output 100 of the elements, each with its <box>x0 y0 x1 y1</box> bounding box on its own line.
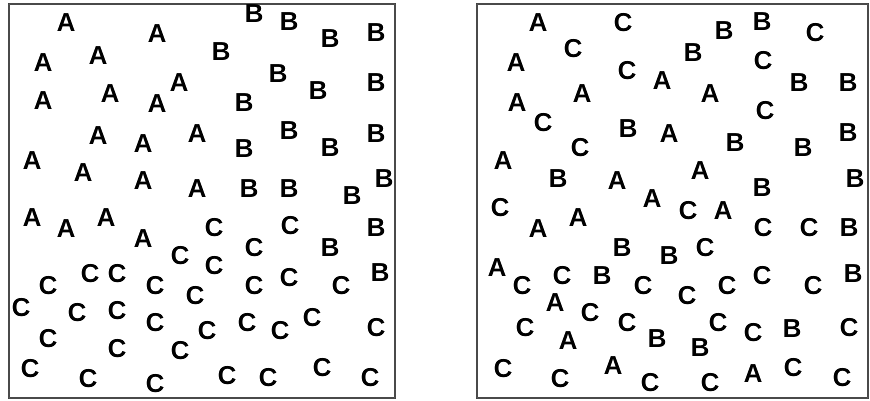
letter: C <box>700 369 720 395</box>
letter: C <box>204 214 224 240</box>
letter: C <box>580 299 600 325</box>
letter: A <box>134 225 152 251</box>
letter: A <box>134 130 152 156</box>
letter: C <box>708 309 728 335</box>
letter: C <box>78 365 98 391</box>
letter: A <box>188 175 206 201</box>
letter: A <box>88 122 108 148</box>
letter: C <box>618 57 636 83</box>
letter: A <box>744 360 762 386</box>
letter: B <box>244 0 264 26</box>
letter: C <box>108 297 126 323</box>
letter: A <box>690 157 710 183</box>
letter: C <box>840 314 858 340</box>
letter: B <box>618 115 638 141</box>
letter: A <box>660 120 678 146</box>
panel-frame <box>8 3 396 399</box>
letter: C <box>38 325 58 351</box>
letter: C <box>752 262 772 288</box>
letter: B <box>846 165 864 191</box>
letter: A <box>56 215 76 241</box>
letter: C <box>618 309 636 335</box>
letter: B <box>280 8 298 34</box>
letter: C <box>270 317 290 343</box>
letter: C <box>244 272 264 298</box>
letter: A <box>148 90 166 116</box>
letter: A <box>652 67 672 93</box>
letter: B <box>648 325 666 351</box>
letter: B <box>366 120 386 146</box>
letter: C <box>146 309 164 335</box>
letter: C <box>186 282 204 308</box>
letter: A <box>170 69 188 95</box>
letter: A <box>134 167 152 193</box>
letter: C <box>784 354 802 380</box>
letter: B <box>374 165 394 191</box>
letter: B <box>790 69 808 95</box>
letter: B <box>234 135 254 161</box>
letter: C <box>302 304 322 330</box>
letter: C <box>38 272 58 298</box>
letter: B <box>838 69 858 95</box>
letter: B <box>794 134 812 160</box>
letter: B <box>690 334 710 360</box>
letter: A <box>494 147 512 173</box>
letter: B <box>366 69 386 95</box>
letter: A <box>572 80 592 106</box>
letter: A <box>88 42 108 68</box>
letter: C <box>512 272 532 298</box>
letter: B <box>752 174 772 200</box>
letter: A <box>506 49 526 75</box>
letter: C <box>754 214 772 240</box>
letter: C <box>146 272 164 298</box>
letter: C <box>20 355 40 381</box>
letter: C <box>552 262 572 288</box>
letter: A <box>74 159 92 185</box>
letter: B <box>726 129 744 155</box>
letter: C <box>678 197 698 223</box>
letter: C <box>204 252 224 278</box>
letter: B <box>280 117 298 143</box>
letter: B <box>660 242 678 268</box>
letter: A <box>34 49 52 75</box>
letter: B <box>320 25 340 51</box>
letter: C <box>360 364 380 390</box>
letter: C <box>366 314 386 340</box>
letter: C <box>198 317 216 343</box>
letter: B <box>612 234 632 260</box>
letter: C <box>258 364 278 390</box>
letter: C <box>146 370 164 396</box>
letter: A <box>642 185 662 211</box>
letter: A <box>528 215 548 241</box>
letter: C <box>756 97 774 123</box>
letter: B <box>592 262 612 288</box>
letter: C <box>804 272 822 298</box>
letter: A <box>700 80 720 106</box>
letter: C <box>634 272 652 298</box>
letter: B <box>320 234 340 260</box>
letter: A <box>488 254 506 280</box>
letter: C <box>806 19 824 45</box>
letter: A <box>56 9 76 35</box>
letter: B <box>370 259 390 285</box>
letter: C <box>564 35 582 61</box>
letter: C <box>280 264 298 290</box>
letter: C <box>516 314 534 340</box>
letter: A <box>22 147 42 173</box>
letter: C <box>696 234 714 260</box>
letter: C <box>218 362 236 388</box>
letter: B <box>234 89 254 115</box>
letter: B <box>684 39 702 65</box>
letter: B <box>280 175 298 201</box>
letter: C <box>238 309 256 335</box>
letter: C <box>12 294 30 320</box>
letter: C <box>68 299 86 325</box>
letter: C <box>744 319 762 345</box>
letter: B <box>366 214 386 240</box>
letter: B <box>838 119 858 145</box>
letter: C <box>800 214 818 240</box>
letter: C <box>718 272 736 298</box>
letter: C <box>754 47 772 73</box>
letter: C <box>80 260 100 286</box>
letter: C <box>570 134 590 160</box>
